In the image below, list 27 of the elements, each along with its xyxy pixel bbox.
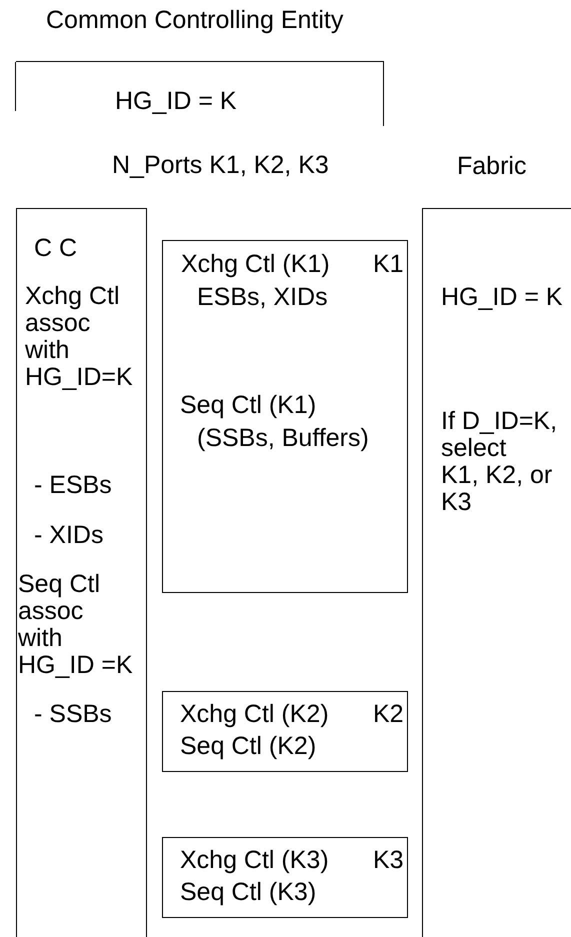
- box-tag: K2: [373, 701, 404, 728]
- box-text: Xchg Ctl (K1): [181, 251, 330, 278]
- box-heading: Common Controlling Entity: [46, 7, 344, 34]
- box-text: ESBs, XIDs: [197, 284, 328, 311]
- box-text: Seq Ctl assoc with HG_ID =K: [18, 571, 133, 679]
- box-text: (SSBs, Buffers): [197, 425, 369, 452]
- list-item: - ESBs: [34, 472, 112, 499]
- box-text: Seq Ctl (K3): [180, 879, 316, 906]
- list-item: - XIDs: [34, 522, 104, 549]
- box-text: HG_ID = K: [115, 88, 237, 115]
- box-tag: K1: [373, 251, 404, 278]
- box-text: If D_ID=K, select K1, K2, or K3: [441, 408, 558, 516]
- box-text: Xchg Ctl (K3): [180, 847, 329, 874]
- box-text: Seq Ctl (K2): [180, 733, 316, 760]
- box-text: C C: [34, 235, 78, 262]
- box-text: Seq Ctl (K1): [180, 392, 316, 419]
- box-heading: Fabric: [457, 153, 526, 180]
- box-text: Xchg Ctl (K2): [180, 701, 329, 728]
- box-tag: K3: [373, 847, 404, 874]
- box-text: HG_ID = K: [441, 284, 563, 311]
- list-item: - SSBs: [34, 701, 112, 728]
- section-label: N_Ports K1, K2, K3: [112, 152, 329, 179]
- process-box: [162, 691, 408, 772]
- process-box: [162, 240, 408, 593]
- process-box: [162, 837, 408, 918]
- column-box: [16, 208, 147, 937]
- box-text: Xchg Ctl assoc with HG_ID=K: [25, 283, 133, 391]
